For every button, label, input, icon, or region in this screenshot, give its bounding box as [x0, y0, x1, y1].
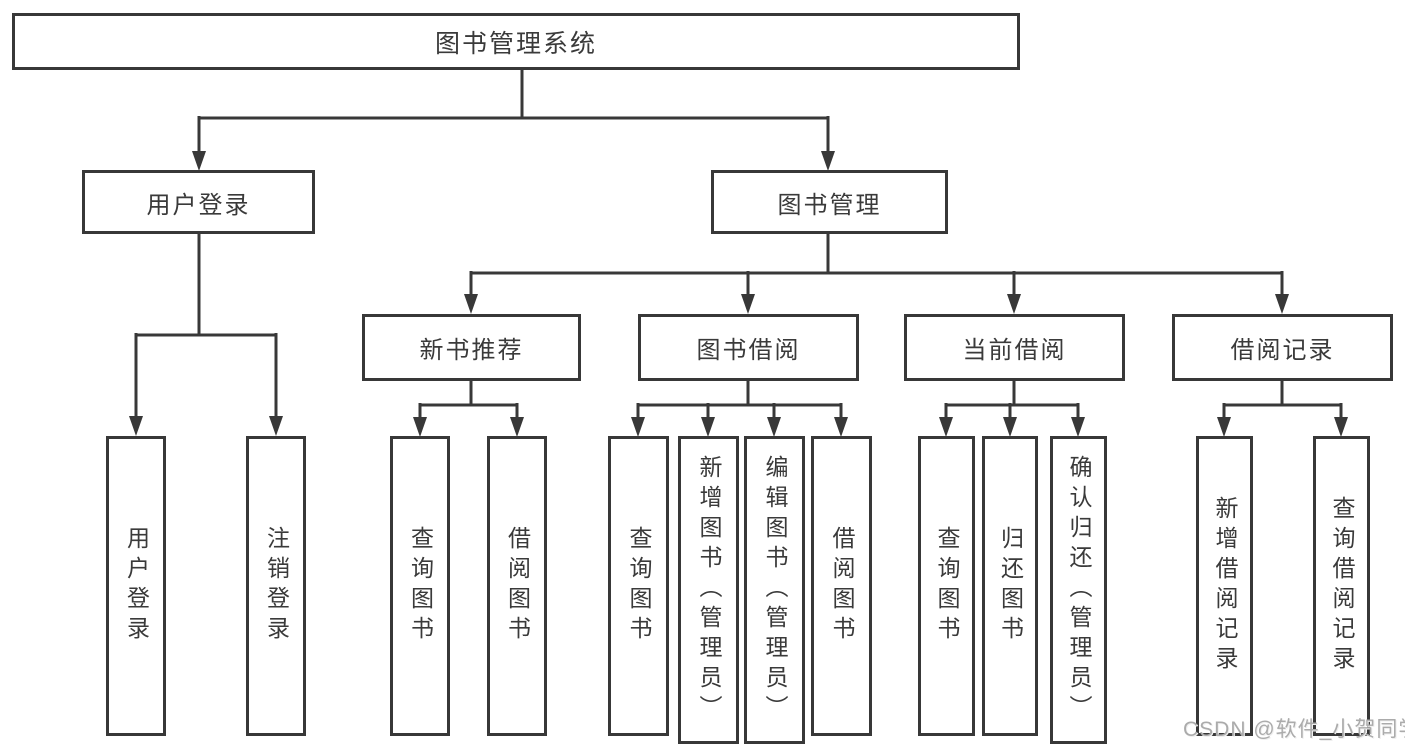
node-label: 查询图书: [407, 526, 434, 646]
node-label: 新增借阅记录: [1212, 496, 1238, 676]
node-label: 借阅图书: [504, 526, 531, 646]
leaf-return-books: 归还图书: [982, 436, 1038, 736]
leaf-logout-login: 注销登录: [246, 436, 306, 736]
node-label: 用户登录: [146, 191, 251, 219]
node-label: 借阅记录: [1230, 337, 1335, 364]
leaf-confirm-return-admin: 确认归还（管理员）: [1050, 436, 1107, 744]
node-new-book-recommendation: 新书推荐: [362, 314, 581, 381]
leaf-query-books: 查询图书: [608, 436, 669, 736]
node-book-management: 图书管理: [711, 170, 948, 234]
node-label: 查询借阅记录: [1329, 496, 1355, 676]
leaf-user-login: 用户登录: [106, 436, 166, 736]
leaf-add-borrow-record: 新增借阅记录: [1196, 436, 1253, 736]
node-label: 新增图书（管理员）: [696, 455, 722, 725]
node-label: 确认归还（管理员）: [1066, 455, 1092, 725]
leaf-borrow-books: 借阅图书: [487, 436, 547, 736]
node-label: 图书管理系统: [434, 29, 597, 58]
leaf-edit-books-admin: 编辑图书（管理员）: [744, 436, 805, 744]
node-borrowing-records: 借阅记录: [1172, 314, 1393, 381]
node-label: 用户登录: [123, 526, 150, 646]
node-label: 查询图书: [626, 526, 652, 646]
node-label: 新书推荐: [419, 337, 524, 364]
node-label: 注销登录: [263, 526, 290, 646]
leaf-query-books: 查询图书: [390, 436, 450, 736]
leaf-query-books: 查询图书: [918, 436, 975, 736]
node-user-login: 用户登录: [82, 170, 315, 234]
node-book-borrowing: 图书借阅: [638, 314, 859, 381]
node-label: 图书借阅: [696, 337, 801, 364]
node-label: 编辑图书（管理员）: [762, 455, 788, 725]
node-label: 查询图书: [934, 526, 960, 646]
leaf-borrow-books: 借阅图书: [811, 436, 872, 736]
csdn-watermark: CSDN @软件_小贺同学: [1183, 718, 1405, 741]
node-label: 当前借阅: [962, 337, 1067, 364]
node-label: 归还图书: [997, 526, 1024, 646]
node-label: 借阅图书: [829, 526, 855, 646]
leaf-add-books-admin: 新增图书（管理员）: [678, 436, 739, 744]
node-label: 图书管理: [777, 191, 882, 219]
node-library-system-root: 图书管理系统: [12, 13, 1020, 70]
leaf-query-borrow-record: 查询借阅记录: [1313, 436, 1370, 736]
node-current-borrowing: 当前借阅: [904, 314, 1125, 381]
